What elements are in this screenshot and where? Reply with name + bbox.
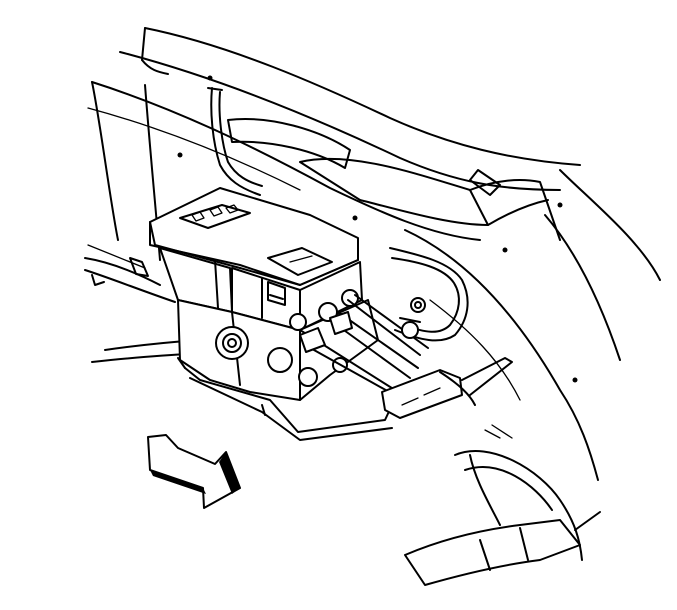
brake-lines (299, 247, 513, 419)
vent-tube (207, 87, 263, 196)
abs-module (149, 187, 393, 441)
lower-frame (404, 424, 601, 586)
frame-rail (87, 27, 661, 481)
front-direction-arrow-icon (147, 434, 241, 509)
